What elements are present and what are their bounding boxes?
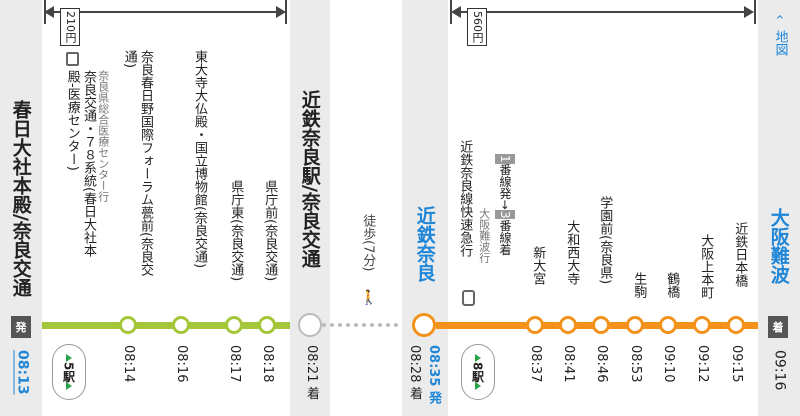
stop-dot — [626, 316, 644, 334]
departure-column — [0, 0, 42, 416]
stop-time: 08:46 — [594, 345, 609, 383]
fare-line — [458, 11, 744, 13]
train-line-direction: 大阪難波行 — [477, 208, 491, 263]
expand-triangle-icon — [474, 382, 481, 391]
bus-icon — [66, 52, 79, 66]
stop-time: 08:14 — [121, 345, 136, 383]
stop-time: 08:53 — [628, 345, 643, 383]
stop-time: 08:37 — [528, 345, 543, 383]
transfer-column — [290, 0, 330, 416]
transfer-dot — [298, 313, 322, 337]
departure-station[interactable]: 春日大社本殿/奈良交通 — [9, 100, 32, 297]
segment2-arrive-time: 08:28 着 — [407, 345, 422, 400]
arrival-marker: 着 — [768, 316, 788, 338]
station-column — [402, 0, 448, 416]
transfer-station[interactable]: 近鉄奈良駅/奈良交通 — [298, 90, 321, 268]
stop-name[interactable]: 生駒 — [631, 272, 647, 298]
stop-name[interactable]: 奈良春日野国際フォーラム甍前(奈良交通) — [121, 50, 153, 277]
bus-line-name: 奈良交通・７８系統(春日大社本殿-医療センター) — [64, 70, 96, 258]
stop-dot — [727, 316, 745, 334]
train-icon — [462, 290, 475, 306]
stop-name[interactable]: 県庁前(奈良交通) — [262, 180, 278, 282]
stop-name[interactable]: 学園前(奈良県) — [597, 196, 613, 285]
walk-dotted-line — [322, 323, 414, 327]
walk-icon: 🚶 — [360, 290, 378, 306]
stop-time: 09:12 — [695, 345, 710, 383]
expand-triangle-icon — [474, 353, 481, 362]
bus-line-direction: 奈良県総合医療センター行 — [96, 70, 110, 202]
platform-from-badge: 1 — [495, 154, 515, 164]
platform-from-label: 番線発 — [498, 163, 512, 200]
train-line-name: 近鉄奈良線快速急行 — [457, 140, 473, 257]
transfer-arrive-time: 08:21 着 — [304, 345, 319, 400]
fare-arrow-right — [744, 6, 754, 18]
departure-time: 08:13 — [14, 350, 31, 395]
fare-line — [50, 11, 282, 13]
arrival-column — [758, 0, 800, 416]
fare-arrow-left — [44, 6, 54, 18]
arrival-station[interactable]: 大阪難波 — [767, 208, 790, 284]
stop-time: 08:41 — [561, 345, 576, 383]
fare-segment2: 560円 — [467, 8, 487, 46]
stop-count-label: 8駅 — [470, 361, 485, 383]
stop-time: 08:16 — [174, 345, 189, 383]
stop-dot — [693, 316, 711, 334]
stop-dot — [559, 316, 577, 334]
fare-tick-right — [285, 0, 287, 24]
segment2-station[interactable]: 近鉄奈良 — [413, 206, 436, 282]
fare-arrow-left — [451, 6, 461, 18]
fare-arrow-right — [276, 6, 286, 18]
chevron-up-icon: › — [771, 14, 788, 20]
stop-dot — [172, 316, 190, 334]
depart-marker: 発 — [11, 316, 31, 338]
stop-dot — [225, 316, 243, 334]
map-link-label: 地図 — [772, 30, 788, 56]
stop-name[interactable]: 県庁東(奈良交通) — [228, 180, 244, 282]
platform-info: 1番線発→3番線着 — [494, 154, 515, 256]
expand-triangle-icon — [65, 353, 72, 362]
segment2-depart-time: 08:35 発 — [426, 345, 441, 404]
stop-name[interactable]: 近鉄日本橋 — [732, 222, 748, 287]
walk-label: 徒歩(7分) — [360, 214, 376, 272]
stop-name[interactable]: 東大寺大仏殿・国立博物館(奈良交通) — [192, 50, 207, 269]
platform-arrow: → — [498, 199, 512, 210]
expand-triangle-icon — [65, 382, 72, 391]
stop-count-segment2[interactable]: 8駅 — [461, 344, 495, 400]
stop-time: 08:17 — [227, 345, 242, 383]
platform-to-label: 番線着 — [498, 219, 512, 256]
platform-to-badge: 3 — [495, 209, 515, 220]
stop-name[interactable]: 新大宮 — [530, 246, 546, 285]
stop-dot — [258, 316, 276, 334]
stop-time: 09:15 — [729, 345, 744, 383]
stop-count-label: 5駅 — [61, 361, 76, 383]
fare-segment1: 210円 — [60, 8, 80, 46]
stop-dot — [119, 316, 137, 334]
stop-dot — [659, 316, 677, 334]
stop-dot — [526, 316, 544, 334]
fare-tick-right — [754, 0, 756, 24]
stop-dot — [592, 316, 610, 334]
map-link[interactable]: › 地図 — [768, 10, 792, 66]
stop-name[interactable]: 大和西大寺 — [564, 220, 580, 285]
stop-name[interactable]: 鶴橋 — [664, 272, 680, 298]
stop-name[interactable]: 大阪上本町 — [698, 234, 714, 299]
stop-time: 09:10 — [661, 345, 676, 383]
stop-count-segment1[interactable]: 5駅 — [52, 344, 86, 400]
segment2-station-dot — [412, 313, 436, 337]
arrival-time: 09:16 — [771, 350, 788, 391]
stop-time: 08:18 — [260, 345, 275, 383]
